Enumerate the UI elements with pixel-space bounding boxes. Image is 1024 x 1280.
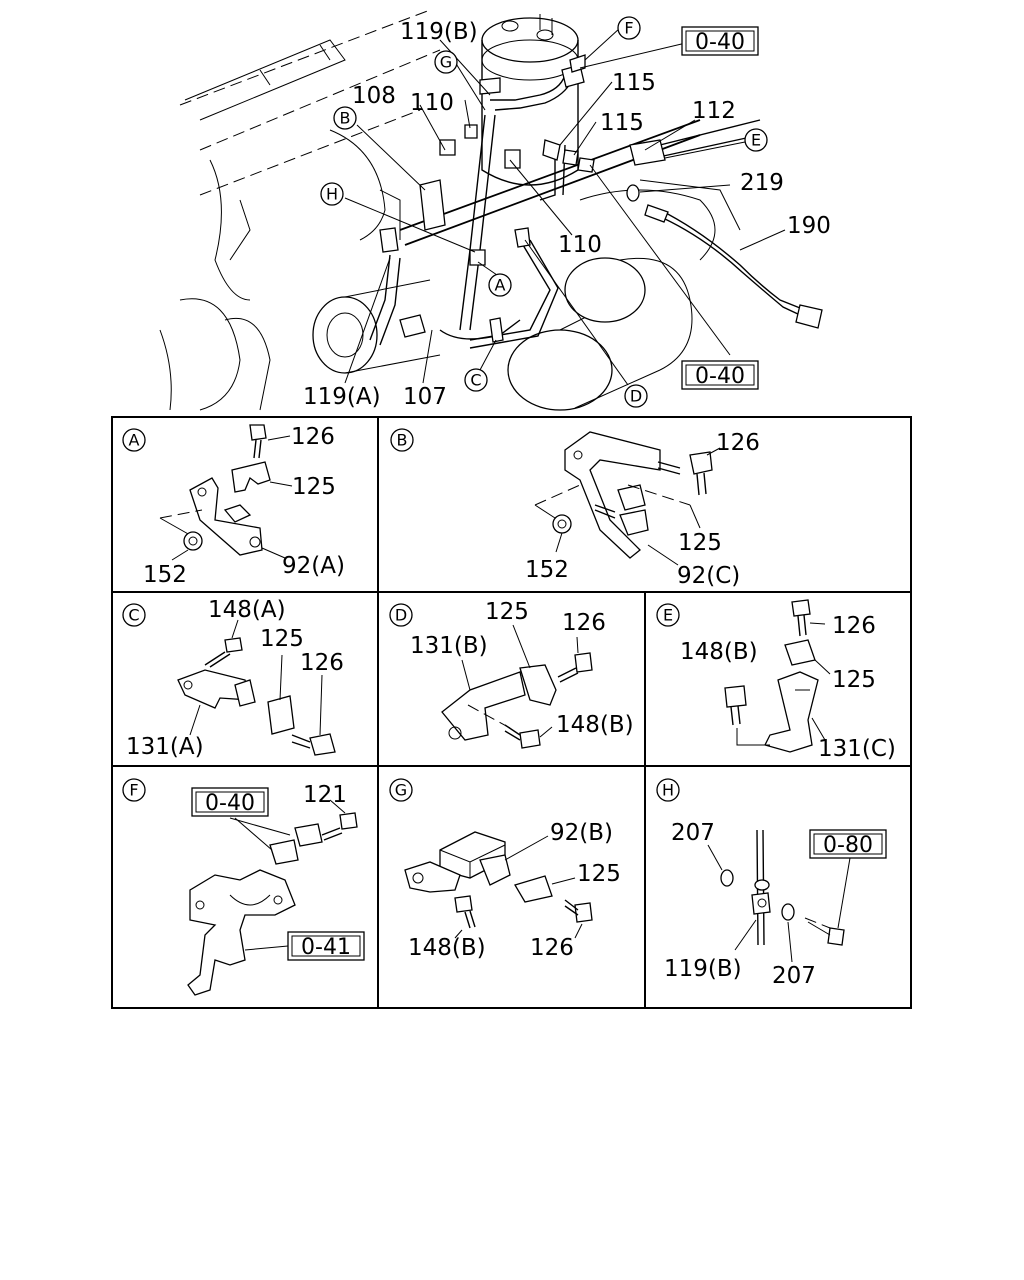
callout-d: D	[624, 384, 648, 408]
svg-text:E: E	[663, 606, 673, 625]
svg-text:0-40: 0-40	[205, 791, 255, 816]
label-110-top: 110	[410, 90, 454, 116]
detail-e-label-131c: 131(C)	[818, 736, 896, 762]
label-115-lower: 115	[600, 110, 644, 136]
ref-box-0-40-bottom: 0-40	[681, 360, 759, 390]
label-110-mid: 110	[558, 232, 602, 258]
detail-c-label-131a: 131(A)	[126, 734, 204, 760]
svg-text:G: G	[395, 781, 407, 800]
detail-d: D 125 126 131(B) 148(B)	[389, 599, 634, 749]
svg-text:F: F	[624, 19, 633, 38]
detail-d-label-148b: 148(B)	[556, 712, 634, 738]
detail-c-label-125: 125	[260, 626, 304, 652]
detail-h-label-207-bottom: 207	[772, 963, 816, 989]
label-190: 190	[787, 213, 831, 239]
svg-text:G: G	[440, 53, 452, 72]
detail-f-label-121: 121	[303, 782, 347, 808]
label-115-top: 115	[612, 70, 656, 96]
svg-text:A: A	[129, 431, 140, 450]
detail-d-id: D	[389, 603, 413, 627]
detail-d-label-126: 126	[562, 610, 606, 636]
detail-c-id: C	[122, 603, 146, 627]
ref-box-0-40-top: 0-40	[681, 26, 759, 56]
detail-b-label-125: 125	[678, 530, 722, 556]
callout-g: G	[434, 50, 458, 74]
label-108: 108	[352, 83, 396, 109]
detail-b-id: B	[390, 428, 414, 452]
svg-text:H: H	[326, 185, 338, 204]
svg-text:B: B	[340, 109, 351, 128]
label-112: 112	[692, 98, 736, 124]
detail-d-label-131b: 131(B)	[410, 633, 488, 659]
callout-a: A	[488, 273, 512, 297]
engine-illustration	[159, 9, 823, 411]
label-107: 107	[403, 384, 447, 410]
detail-c-label-148a: 148(A)	[208, 597, 286, 623]
detail-c: C 148(A) 125 126 131(A)	[122, 597, 344, 760]
detail-g-label-126: 126	[530, 935, 574, 961]
svg-text:E: E	[751, 131, 761, 150]
callout-f: F	[617, 16, 641, 40]
detail-f-ref-0-40: 0-40	[191, 787, 269, 817]
label-119a: 119(A)	[303, 384, 381, 410]
label-219: 219	[740, 170, 784, 196]
detail-h-label-207-top: 207	[671, 820, 715, 846]
svg-text:0-40: 0-40	[695, 30, 745, 55]
detail-c-label-126: 126	[300, 650, 344, 676]
detail-h-label-119b: 119(B)	[664, 956, 742, 982]
detail-a-label-126: 126	[291, 424, 335, 450]
svg-text:C: C	[128, 606, 139, 625]
svg-text:0-40: 0-40	[695, 364, 745, 389]
detail-a-label-125: 125	[292, 474, 336, 500]
callout-h: H	[320, 182, 344, 206]
detail-a: A 126 125 152 92(A)	[122, 424, 345, 588]
svg-text:0-80: 0-80	[823, 833, 873, 858]
detail-h-id: H	[656, 778, 680, 802]
callout-b: B	[333, 106, 357, 130]
detail-e-label-126: 126	[832, 613, 876, 639]
detail-g-label-92b: 92(B)	[550, 820, 613, 846]
detail-b-label-126: 126	[716, 430, 760, 456]
detail-a-id: A	[122, 428, 146, 452]
detail-g-label-125: 125	[577, 861, 621, 887]
detail-b-label-92c: 92(C)	[677, 563, 740, 589]
svg-text:0-41: 0-41	[301, 935, 351, 960]
detail-h-ref-0-80: 0-80	[809, 829, 887, 859]
detail-a-label-92a: 92(A)	[282, 553, 345, 579]
detail-e-id: E	[656, 603, 680, 627]
label-119b: 119(B)	[400, 19, 478, 45]
detail-f-ref-0-41: 0-41	[287, 931, 365, 961]
detail-g: G 92(B) 125 148(B) 126	[389, 778, 621, 961]
detail-e-label-148b: 148(B)	[680, 639, 758, 665]
detail-grid	[111, 416, 912, 1009]
detail-b: B 126 125 152 92(C)	[390, 428, 760, 589]
svg-text:C: C	[470, 371, 481, 390]
detail-d-label-125: 125	[485, 599, 529, 625]
detail-g-id: G	[389, 778, 413, 802]
detail-h: H 0-80 207 119(B) 207	[656, 778, 887, 989]
detail-b-label-152: 152	[525, 557, 569, 583]
detail-f: F 0-40 0-41 121	[122, 778, 365, 996]
callout-e: E	[744, 128, 768, 152]
svg-text:F: F	[129, 781, 138, 800]
detail-e-label-125: 125	[832, 667, 876, 693]
detail-e: E 126 148(B) 125 131(C)	[656, 599, 896, 762]
svg-text:D: D	[630, 387, 642, 406]
svg-text:B: B	[397, 431, 408, 450]
detail-a-label-152: 152	[143, 562, 187, 588]
svg-text:D: D	[395, 606, 407, 625]
callout-c: C	[464, 368, 488, 392]
detail-f-id: F	[122, 778, 146, 802]
detail-g-label-148b: 148(B)	[408, 935, 486, 961]
svg-text:A: A	[495, 276, 506, 295]
svg-text:H: H	[662, 781, 674, 800]
